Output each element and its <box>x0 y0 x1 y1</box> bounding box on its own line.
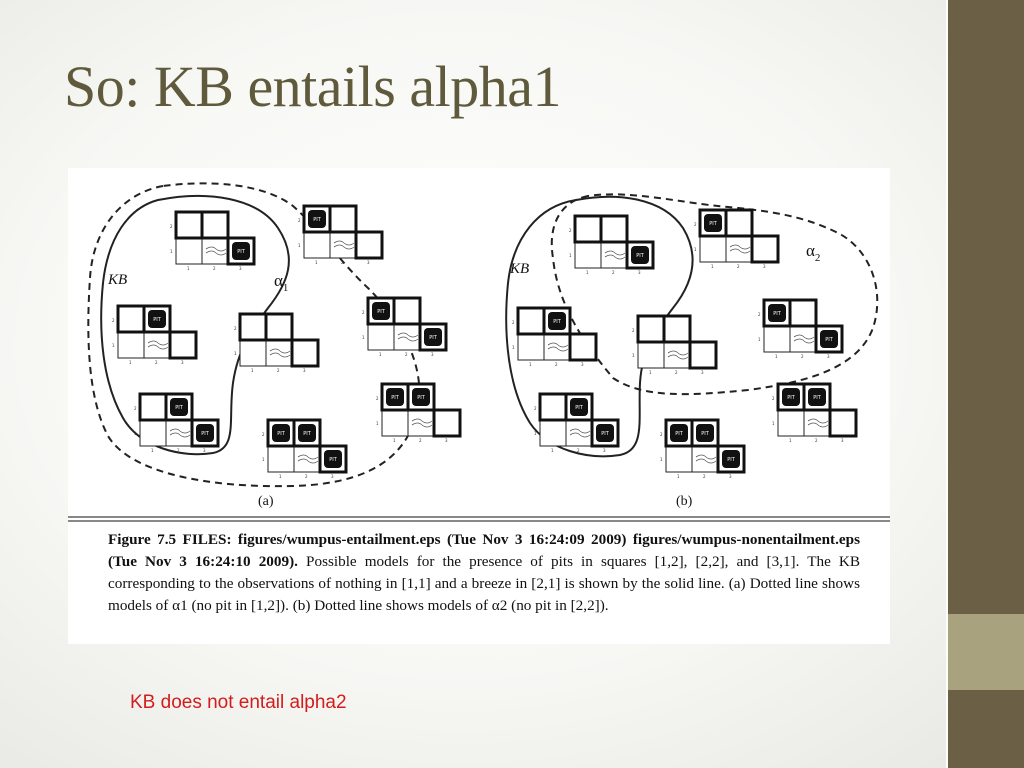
model-b7 <box>770 382 858 445</box>
kb-label-b: KB <box>509 261 529 277</box>
kb-region-boundary-a <box>100 194 290 456</box>
alpha2-label: α2 <box>806 241 820 264</box>
model-b6 <box>532 392 620 455</box>
model-a8 <box>260 418 348 481</box>
slide-title: So: KB entails alpha1 <box>64 54 561 119</box>
alpha1-label: α1 <box>274 271 288 294</box>
model-b8 <box>658 418 746 481</box>
alpha2-region-boundary <box>550 193 879 396</box>
model-b2 <box>692 208 780 271</box>
model-b1 <box>567 214 655 277</box>
sidebar-accent-block <box>948 614 1024 690</box>
model-b3 <box>510 306 598 369</box>
figure-caption: Figure 7.5 FILES: figures/wumpus-entailm… <box>108 529 860 617</box>
kb-label-a: KB <box>107 272 127 288</box>
panel-a-label: (a) <box>258 494 274 509</box>
model-a6 <box>132 392 220 455</box>
model-a5 <box>360 296 448 359</box>
model-a1 <box>168 210 256 273</box>
model-a4 <box>232 312 320 375</box>
model-a7 <box>374 382 462 445</box>
figure-diagram: 2 1 1 2 3 PIT <box>68 182 890 522</box>
caption-body: Possible models for the presence of pits… <box>108 553 860 614</box>
caption-bold: Figure 7.5 FILES: figures/wumpus-entailm… <box>108 531 860 570</box>
model-a3 <box>110 304 198 367</box>
alpha1-region-boundary <box>87 182 421 488</box>
model-a2 <box>296 204 384 267</box>
slide-note: KB does not entail alpha2 <box>130 692 347 713</box>
model-b5 <box>756 298 844 361</box>
sidebar-divider <box>946 0 948 768</box>
wumpus-entailment-figure: 2 1 1 2 3 PIT <box>68 168 890 644</box>
panel-b-label: (b) <box>676 494 693 509</box>
kb-region-boundary-b <box>505 195 694 458</box>
model-b4 <box>630 314 718 377</box>
